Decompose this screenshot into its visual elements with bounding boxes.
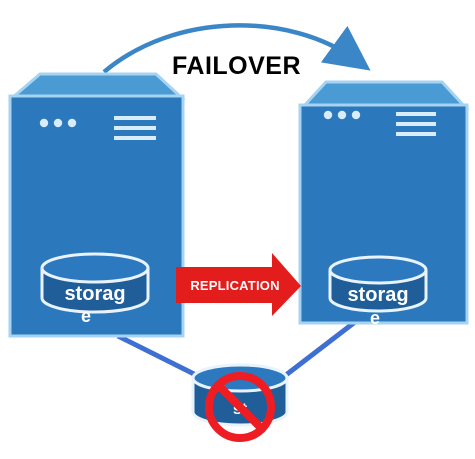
secondary-vent-1 — [396, 112, 436, 116]
secondary-vent-2 — [396, 122, 436, 126]
right-connector-line — [280, 320, 357, 380]
primary-led-2 — [53, 118, 63, 128]
primary-storage-label-wrap: e — [80, 306, 91, 326]
primary-led-1 — [39, 118, 49, 128]
secondary-led-1 — [323, 110, 333, 120]
primary-server — [7, 72, 186, 338]
primary-led-3 — [67, 118, 77, 128]
primary-vent-1 — [114, 116, 156, 120]
primary-vent-2 — [114, 126, 156, 130]
replication-arrow — [176, 253, 301, 316]
secondary-led-2 — [337, 110, 347, 120]
failover-label: FAILOVER — [172, 52, 302, 80]
secondary-led-3 — [351, 110, 361, 120]
prohibited-icon — [205, 372, 275, 442]
secondary-vent-3 — [396, 132, 436, 136]
primary-vent-3 — [114, 136, 156, 140]
failover-arrow — [102, 23, 371, 74]
replication-label: REPLICATION — [190, 278, 280, 293]
primary-storage-disk — [40, 252, 150, 314]
secondary-storage-label-wrap: e — [369, 308, 380, 328]
primary-storage-label: storag — [64, 283, 126, 305]
secondary-storage-label: storag — [347, 284, 409, 306]
left-connector-line — [116, 333, 204, 381]
secondary-storage-disk — [328, 255, 428, 313]
